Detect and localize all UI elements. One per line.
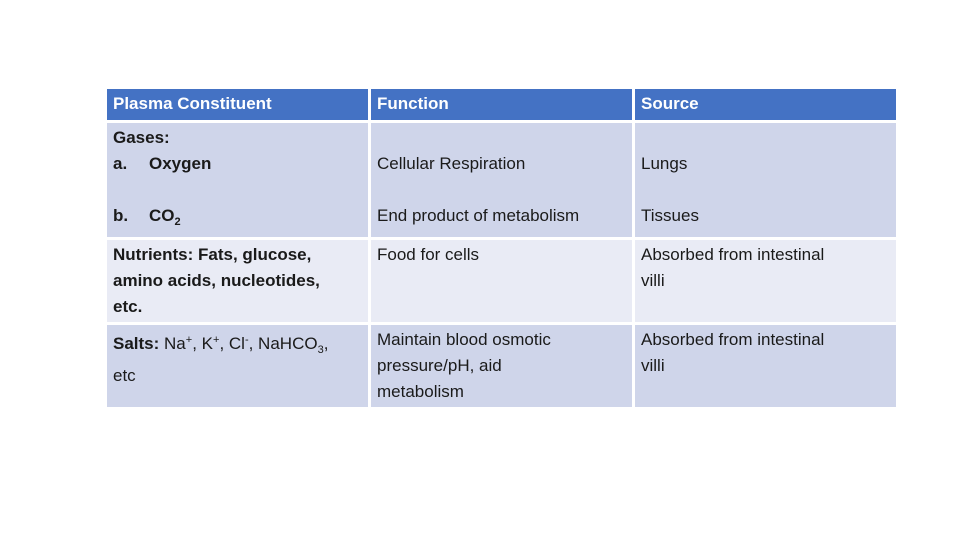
header-source: Source: [635, 89, 896, 120]
salts-formula-line: Salts: Na+, K+, Cl-, NaHCO3,: [113, 327, 362, 363]
cell-gases-function: Cellular Respiration End product of meta…: [371, 123, 632, 237]
salts-function-line2: pressure/pH, aid: [377, 356, 502, 375]
salts-function-line1: Maintain blood osmotic: [377, 330, 551, 349]
spacer-line: [113, 177, 362, 203]
gases-heading: Gases:: [113, 128, 170, 147]
spacer-line: [641, 125, 890, 151]
cell-salts-source: Absorbed from intestinal villi: [635, 325, 896, 407]
salts-bicarbonate: , NaHCO: [248, 334, 318, 353]
nutrients-function: Food for cells: [377, 245, 480, 264]
co2-base: CO: [149, 206, 175, 225]
cell-salts-constituent: Salts: Na+, K+, Cl-, NaHCO3, etc: [107, 325, 368, 407]
nutrients-source-line1: Absorbed from intestinal: [641, 245, 825, 264]
salts-na-superscript: +: [185, 334, 193, 346]
co2-subscript: 2: [174, 216, 181, 228]
cell-gases-constituent: Gases: a. Oxygen b. CO2: [107, 123, 368, 237]
cell-salts-function: Maintain blood osmotic pressure/pH, aid …: [371, 325, 632, 407]
oxygen-source: Lungs: [641, 154, 688, 173]
salts-function-line3: metabolism: [377, 382, 464, 401]
salts-label: Salts:: [113, 334, 160, 353]
salts-cl: , Cl: [219, 334, 245, 353]
row-nutrients: Nutrients: Fats, glucose, amino acids, n…: [107, 240, 896, 322]
header-row: Plasma Constituent Function Source: [107, 89, 896, 120]
row-salts: Salts: Na+, K+, Cl-, NaHCO3, etc Maintai…: [107, 325, 896, 407]
header-plasma-constituent: Plasma Constituent: [107, 89, 368, 120]
header-function: Function: [371, 89, 632, 120]
salts-source-line1: Absorbed from intestinal: [641, 330, 825, 349]
salts-na: Na: [159, 334, 186, 353]
co2-source: Tissues: [641, 206, 699, 225]
cell-gases-source: Lungs Tissues: [635, 123, 896, 237]
spacer-line: [377, 177, 626, 203]
oxygen-function: Cellular Respiration: [377, 154, 526, 173]
salts-cl-superscript: -: [244, 334, 249, 346]
spacer-line: [641, 177, 890, 203]
oxygen-label: Oxygen: [149, 154, 212, 173]
cell-nutrients-function: Food for cells: [371, 240, 632, 322]
nutrients-text-line1: Nutrients: Fats, glucose,: [113, 245, 312, 264]
nutrients-source-line2: villi: [641, 271, 665, 290]
salts-source-line2: villi: [641, 356, 665, 375]
salts-etc-line: etc: [113, 366, 136, 385]
row-gases: Gases: a. Oxygen b. CO2 Cellular Respirati…: [107, 123, 896, 237]
salts-comma: ,: [323, 334, 329, 353]
list-marker-b: b.: [113, 206, 129, 225]
plasma-constituents-table: Plasma Constituent Function Source Gases…: [104, 86, 899, 410]
spacer-line: [377, 125, 626, 151]
cell-nutrients-source: Absorbed from intestinal villi: [635, 240, 896, 322]
nutrients-text-line2: amino acids, nucleotides,: [113, 271, 320, 290]
cell-nutrients-constituent: Nutrients: Fats, glucose, amino acids, n…: [107, 240, 368, 322]
salts-k-superscript: +: [213, 334, 220, 346]
nutrients-text-line3: etc.: [113, 297, 143, 316]
gases-item-oxygen: a. Oxygen: [113, 151, 362, 177]
gases-item-co2: b. CO2: [113, 203, 362, 235]
co2-function: End product of metabolism: [377, 206, 580, 225]
salts-bicarbonate-subscript: 3: [317, 344, 324, 356]
salts-k: , K: [192, 334, 213, 353]
list-marker-a: a.: [113, 154, 128, 173]
